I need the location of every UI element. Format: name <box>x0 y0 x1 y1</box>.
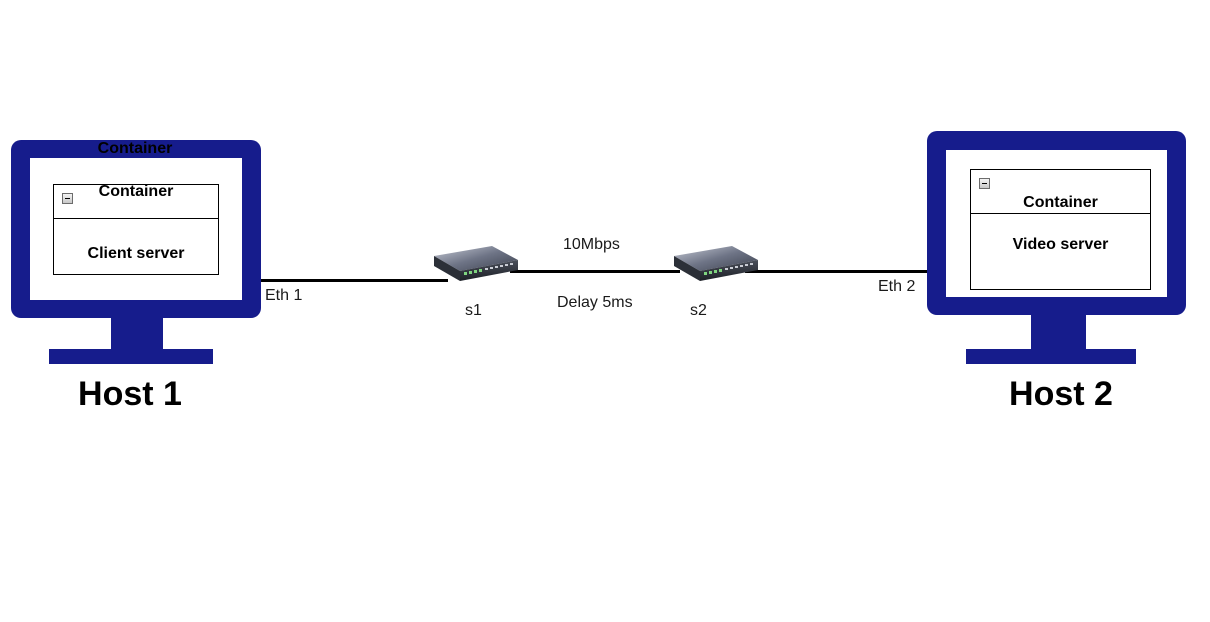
container-box: Container Video server <box>970 169 1151 290</box>
link-s1-s2 <box>510 270 680 273</box>
container-divider <box>971 213 1150 214</box>
network-switch-icon <box>674 246 758 281</box>
monitor-stand-neck <box>1031 313 1086 350</box>
interface-label: Eth 1 <box>265 287 303 304</box>
switch-label: s1 <box>465 302 482 319</box>
host-label: Host 1 <box>78 375 182 413</box>
switch-label: s2 <box>690 302 707 319</box>
monitor-stand-base <box>49 349 213 364</box>
container-divider <box>54 218 218 219</box>
outer-container-label: Container <box>97 140 173 157</box>
host-label: Host 2 <box>1009 375 1113 413</box>
delay-label: Delay 5ms <box>557 294 633 311</box>
collapse-icon[interactable] <box>979 178 990 189</box>
monitor-stand-base <box>966 349 1136 364</box>
monitor-stand-neck <box>111 316 163 350</box>
bandwidth-label: 10Mbps <box>563 236 620 253</box>
link-s2-host2 <box>745 270 930 273</box>
container-box: Container Client server <box>53 183 219 275</box>
service-label: Client server <box>87 245 185 262</box>
service-label: Video server <box>1012 236 1109 253</box>
container-label: Container <box>98 183 174 200</box>
collapse-icon[interactable] <box>62 193 73 204</box>
link-host1-s1 <box>258 279 448 282</box>
interface-label: Eth 2 <box>878 278 916 295</box>
container-label: Container <box>1023 194 1098 211</box>
network-switch-icon <box>434 246 518 281</box>
